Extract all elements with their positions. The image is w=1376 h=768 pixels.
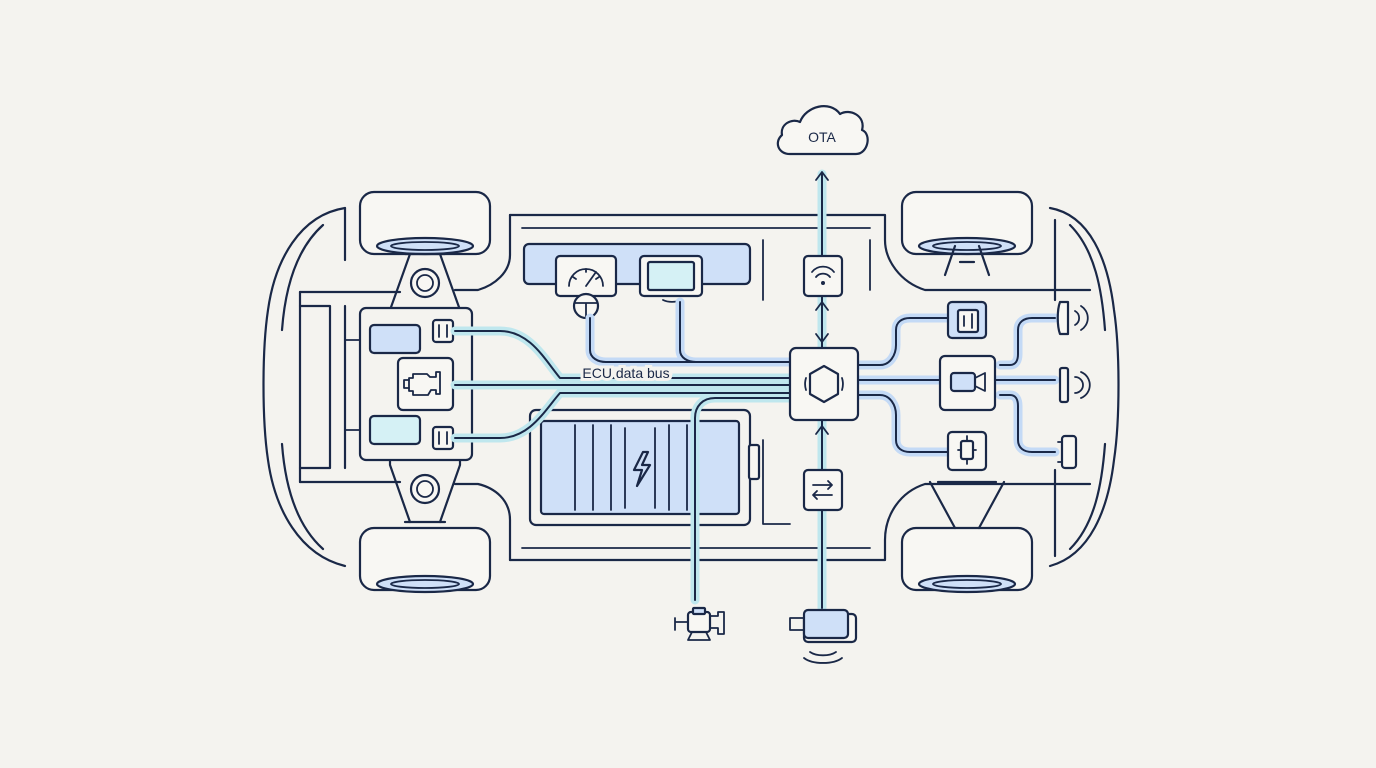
bus-label: ECU data bus <box>582 365 669 381</box>
steering-wheel-icon <box>572 292 600 320</box>
engine-icon <box>396 356 455 412</box>
speaker-icon <box>1056 300 1089 336</box>
connector-lower <box>431 425 455 451</box>
camera-icon <box>938 354 997 412</box>
front-ecu-lower <box>368 414 422 446</box>
wheel-front-right <box>900 190 1034 277</box>
seat-sensor-icon <box>946 430 988 472</box>
door-module-icon <box>946 300 988 340</box>
cloud-icon <box>776 105 869 156</box>
sensor-icon <box>1057 434 1078 470</box>
wheel-rear-right <box>900 480 1034 594</box>
connector-upper <box>431 318 455 344</box>
ota-label: OTA <box>808 129 836 145</box>
speaker-icon <box>1058 366 1091 404</box>
ecu-data-bus <box>450 169 1060 613</box>
central-gateway-icon <box>788 346 860 422</box>
swap-arrows-icon <box>802 468 844 512</box>
wifi-icon <box>802 254 844 298</box>
front-ecu-upper <box>368 323 422 355</box>
battery-pack <box>528 408 761 527</box>
battery-bolt-icon <box>632 450 652 488</box>
wheel-front-left <box>358 190 492 256</box>
wheel-rear-left <box>358 526 492 594</box>
display-screen-icon <box>638 254 704 303</box>
valve-icon <box>674 606 725 641</box>
speedometer-icon <box>554 254 618 298</box>
antenna-icon <box>789 608 858 664</box>
